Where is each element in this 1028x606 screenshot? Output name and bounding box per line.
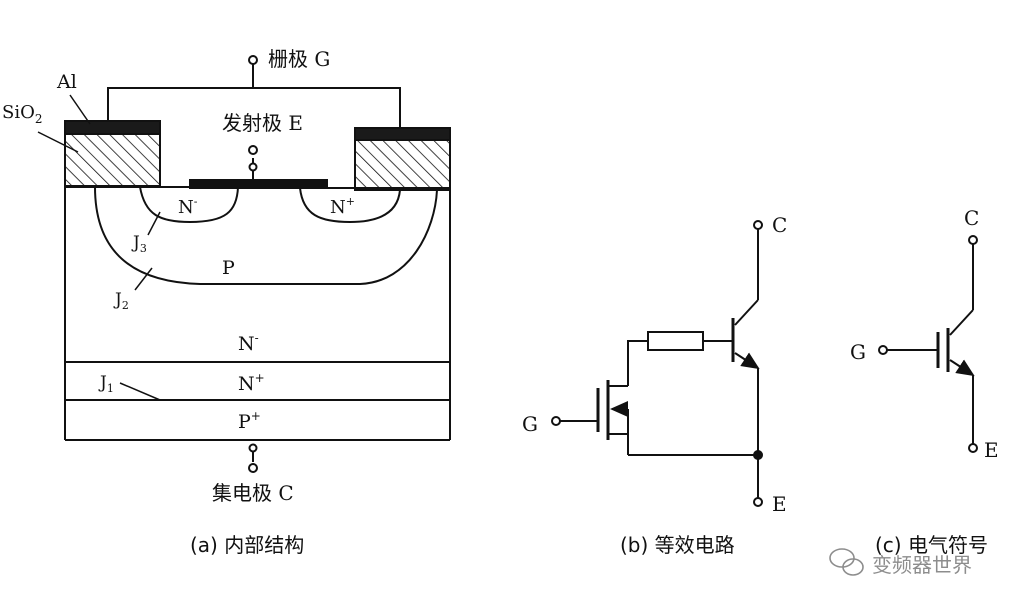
internal-structure xyxy=(37,55,451,473)
caption-a: (a) 内部结构 xyxy=(190,533,304,557)
wechat-icon xyxy=(829,548,864,576)
eq-g-terminal xyxy=(551,416,561,426)
eq-e-terminal xyxy=(753,497,763,507)
eq-c-terminal xyxy=(753,220,763,230)
sym-collector-lead xyxy=(949,309,974,336)
electrical-symbol xyxy=(878,235,978,453)
sio2-label: SiO2 xyxy=(2,102,43,126)
gate-label: 栅极 G xyxy=(268,47,330,71)
n-drift-label: N- xyxy=(238,331,259,355)
gate-terminal xyxy=(248,55,258,65)
sio2-right xyxy=(354,139,451,191)
n-well-left xyxy=(139,186,239,224)
p-well xyxy=(94,186,438,285)
sym-c-label: C xyxy=(964,206,979,230)
gate-wire xyxy=(107,87,401,130)
sym-e-label: E xyxy=(984,438,999,462)
watermark: 变频器世界 xyxy=(829,548,972,577)
j1-label: J1 xyxy=(98,373,114,395)
p-substrate-label: P+ xyxy=(238,409,261,433)
eq-g-label: G xyxy=(522,412,538,436)
al-leader xyxy=(69,94,91,125)
aluminium-left xyxy=(64,120,161,135)
j2-leader xyxy=(134,267,153,291)
equivalent-circuit xyxy=(551,220,763,507)
caption-b: (b) 等效电路 xyxy=(620,533,735,557)
j1-leader xyxy=(119,382,161,401)
sym-emitter-lead xyxy=(949,359,975,377)
internal-structure-labels: 栅极 G 发射极 E 集电极 C Al SiO2 N- N+ P J3 J2 J… xyxy=(2,47,355,557)
watermark-text: 变频器世界 xyxy=(872,553,972,577)
p-region-label: P xyxy=(222,257,235,279)
bjt-collector-lead xyxy=(734,299,759,326)
caption-c: (c) 电气符号 xyxy=(875,533,988,557)
sym-g-label: G xyxy=(850,340,866,364)
emitter-terminal xyxy=(248,145,258,155)
electrical-symbol-labels: C G E (c) 电气符号 xyxy=(850,206,999,557)
j3-label: J3 xyxy=(131,233,147,255)
bjt-emitter-lead xyxy=(734,352,760,370)
emitter-label: 发射极 E xyxy=(222,111,303,135)
eq-c-label: C xyxy=(772,213,787,237)
sym-e-terminal xyxy=(968,443,978,453)
sym-c-terminal xyxy=(968,235,978,245)
j2-label: J2 xyxy=(113,290,129,312)
sio2-leader xyxy=(37,131,79,153)
j3-leader xyxy=(147,211,161,236)
aluminium-right xyxy=(354,127,451,141)
collector-label: 集电极 C xyxy=(212,481,294,505)
eq-e-label: E xyxy=(772,492,787,516)
emitter-metal xyxy=(189,179,328,189)
sio2-left xyxy=(64,133,161,187)
n-right-label: N+ xyxy=(330,195,355,218)
sym-g-terminal xyxy=(878,345,888,355)
n-buffer-label: N+ xyxy=(238,371,265,395)
n-well-right xyxy=(299,187,401,224)
al-label: Al xyxy=(56,71,77,93)
equivalent-circuit-labels: C G E (b) 等效电路 xyxy=(522,213,787,557)
base-resistor xyxy=(647,331,704,351)
n-left-label: N- xyxy=(178,195,198,218)
collector-terminal xyxy=(248,463,258,473)
